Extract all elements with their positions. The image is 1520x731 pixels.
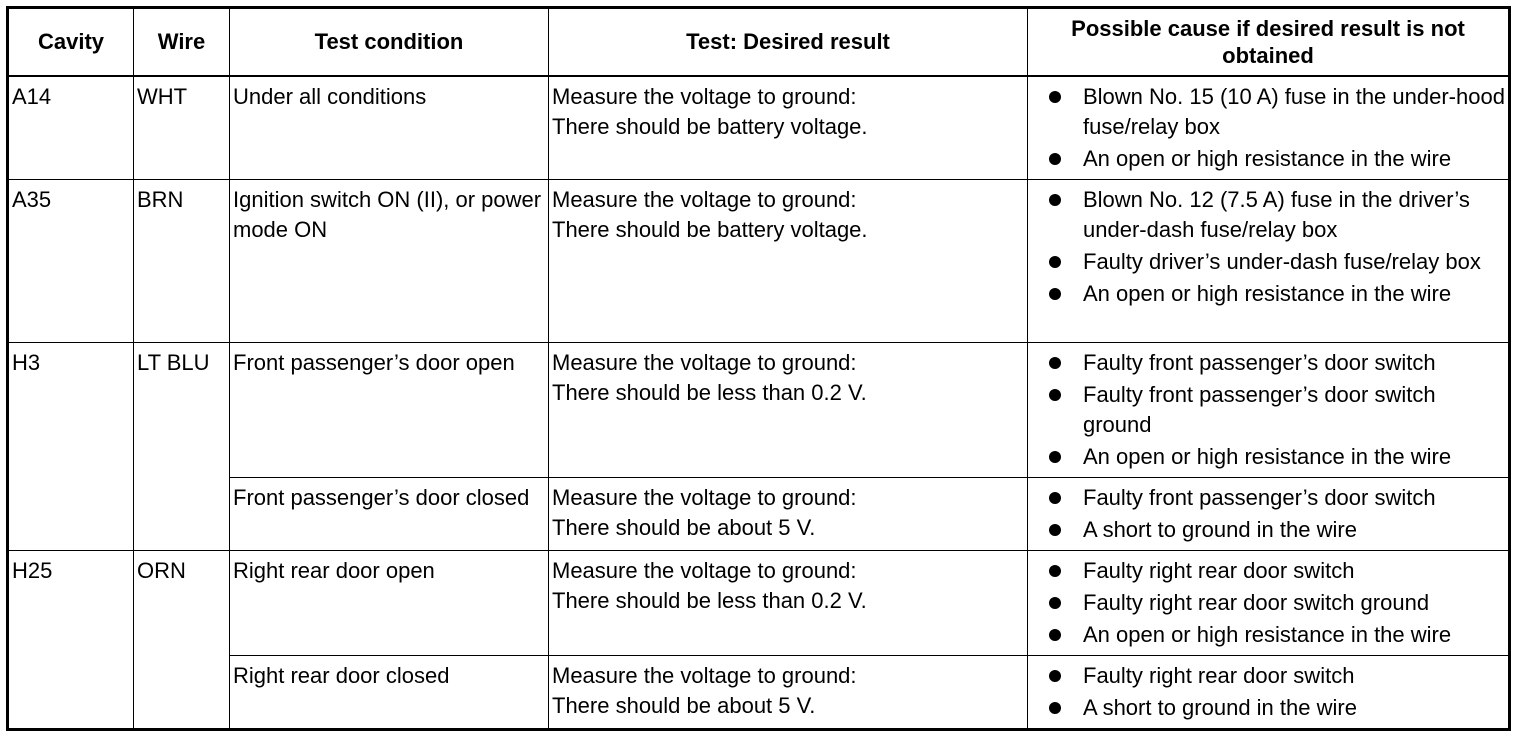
result-instruction: Measure the voltage to ground: [552,349,857,375]
desired-result-cell: Measure the voltage to ground: There sho… [548,75,1028,180]
desired-result-cell: Measure the voltage to ground: There sho… [548,476,1028,551]
possible-cause-cell: Blown No. 12 (7.5 A) fuse in the driver’… [1027,178,1510,343]
cause-list: Blown No. 15 (10 A) fuse in the under-ho… [1031,82,1505,174]
table-row: A35 BRN Ignition switch ON (II), or powe… [7,178,1510,343]
possible-cause-cell: Faulty front passenger’s door switch Fau… [1027,341,1510,478]
cause-item: A short to ground in the wire [1049,693,1505,723]
result-instruction: Measure the voltage to ground: [552,484,857,510]
cause-list: Faulty front passenger’s door switch Fau… [1031,348,1505,472]
cavity-cell: A35 [7,178,134,343]
header-desired-result: Test: Desired result [548,7,1028,77]
cause-item: A short to ground in the wire [1049,515,1505,545]
header-wire: Wire [133,7,230,77]
header-cavity: Cavity [7,7,134,77]
result-instruction: Measure the voltage to ground: [552,662,857,688]
header-possible-cause: Possible cause if desired result is not … [1027,7,1510,77]
wire-color-cell: ORN [133,549,230,730]
cause-item: Faulty front passenger’s door switch gro… [1049,380,1505,440]
cause-list: Faulty front passenger’s door switch A s… [1031,483,1505,545]
wire-color-cell: BRN [133,178,230,343]
connector-test-table: Cavity Wire Test condition Test: Desired… [6,6,1511,731]
cause-list: Blown No. 12 (7.5 A) fuse in the driver’… [1031,185,1505,309]
test-condition-cell: Right rear door closed [229,654,549,730]
cause-item: An open or high resistance in the wire [1049,620,1505,650]
test-condition-cell: Front passenger’s door open [229,341,549,478]
desired-result-cell: Measure the voltage to ground: There sho… [548,178,1028,343]
result-expected: There should be less than 0.2 V. [552,379,867,405]
table-row: Right rear door closed Measure the volta… [8,654,1510,730]
possible-cause-cell: Blown No. 15 (10 A) fuse in the under-ho… [1027,75,1510,180]
possible-cause-cell: Faulty front passenger’s door switch A s… [1027,476,1510,551]
result-instruction: Measure the voltage to ground: [552,186,857,212]
table-row: H25 ORN Right rear door open Measure the… [7,549,1510,730]
cause-item: Faulty front passenger’s door switch [1049,483,1505,513]
result-instruction: Measure the voltage to ground: [552,557,857,583]
result-expected: There should be less than 0.2 V. [552,587,867,613]
result-instruction: Measure the voltage to ground: [552,83,857,109]
table-row: A14 WHT Under all conditions Measure the… [7,75,1510,180]
wire-color-cell: LT BLU [133,341,230,551]
possible-cause-cell: Faulty right rear door switch Faulty rig… [1027,549,1510,656]
desired-result-cell: Measure the voltage to ground: There sho… [548,341,1028,478]
cause-list: Faulty right rear door switch A short to… [1031,661,1505,723]
result-expected: There should be battery voltage. [552,113,868,139]
cavity-cell: H3 [7,341,134,551]
desired-result-cell: Measure the voltage to ground: There sho… [548,549,1028,656]
table-row: Front passenger’s door closed Measure th… [8,476,1510,551]
header-test-condition: Test condition [229,7,549,77]
cause-item: Blown No. 12 (7.5 A) fuse in the driver’… [1049,185,1505,245]
cause-item: An open or high resistance in the wire [1049,144,1505,174]
cause-list: Faulty right rear door switch Faulty rig… [1031,556,1505,650]
desired-result-cell: Measure the voltage to ground: There sho… [548,654,1028,730]
test-condition-cell: Right rear door open [229,549,549,656]
header-row: Cavity Wire Test condition Test: Desired… [7,7,1510,77]
cause-item: Faulty right rear door switch ground [1049,588,1505,618]
possible-cause-cell: Faulty right rear door switch A short to… [1027,654,1510,730]
table-row: H3 LT BLU Front passenger’s door open Me… [7,341,1510,551]
cavity-cell: A14 [7,75,134,180]
cause-item: Faulty front passenger’s door switch [1049,348,1505,378]
cause-item: An open or high resistance in the wire [1049,279,1505,309]
result-expected: There should be battery voltage. [552,216,868,242]
wire-color-cell: WHT [133,75,230,180]
cause-item: An open or high resistance in the wire [1049,442,1505,472]
cause-item: Faulty right rear door switch [1049,556,1505,586]
test-condition-cell: Under all conditions [229,75,549,180]
cause-item: Faulty driver’s under-dash fuse/relay bo… [1049,247,1505,277]
cause-item: Faulty right rear door switch [1049,661,1505,691]
cavity-cell: H25 [7,549,134,730]
test-condition-cell: Front passenger’s door closed [229,476,549,551]
cause-item: Blown No. 15 (10 A) fuse in the under-ho… [1049,82,1505,142]
test-condition-cell: Ignition switch ON (II), or power mode O… [229,178,549,343]
result-expected: There should be about 5 V. [552,514,816,540]
result-expected: There should be about 5 V. [552,692,816,718]
